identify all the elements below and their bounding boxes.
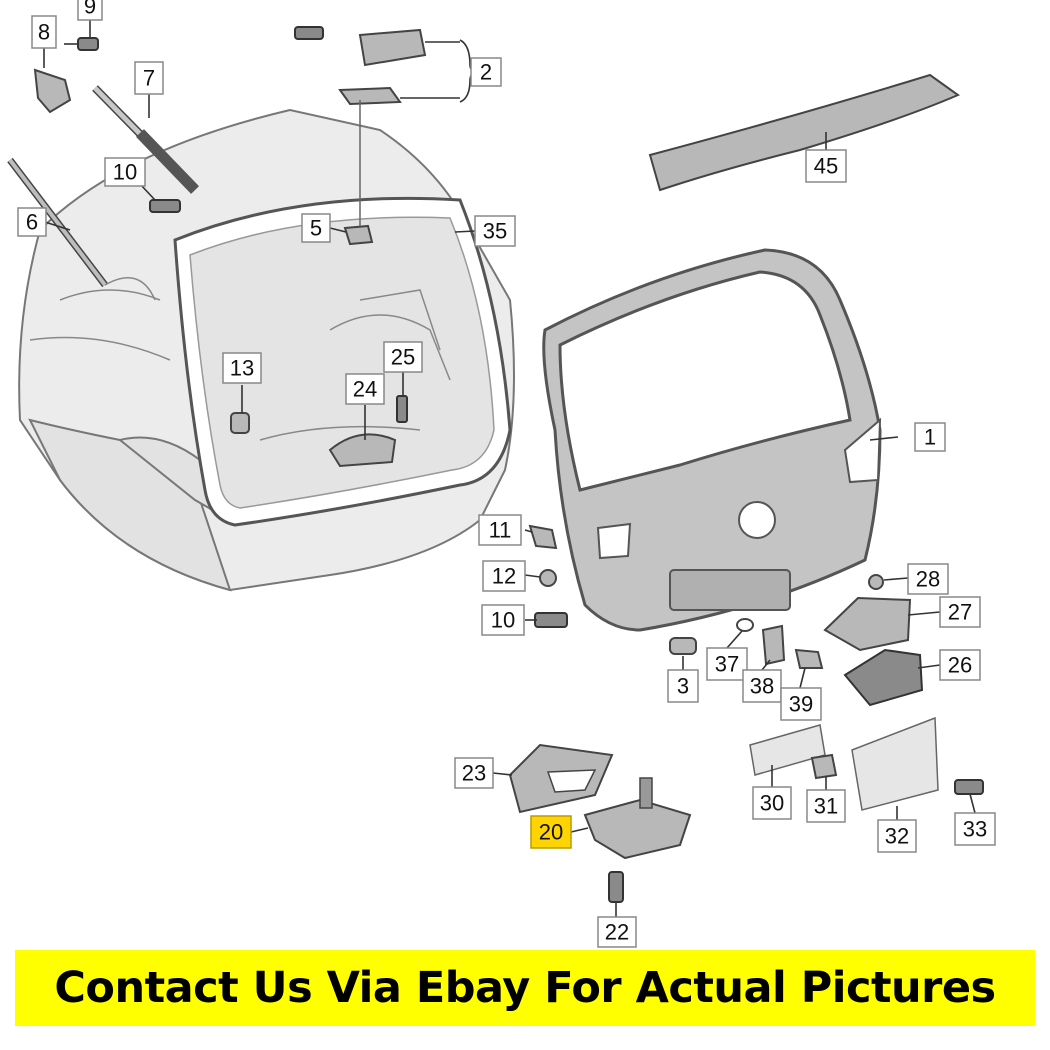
callout-3: 3: [667, 669, 699, 703]
gas-strut-7: [92, 85, 199, 194]
svg-text:25: 25: [391, 345, 415, 370]
bolt-9: [77, 37, 99, 51]
bolt-10a: [149, 199, 181, 213]
bracket-8: [33, 68, 72, 114]
callout-33: 33: [954, 812, 996, 846]
spoiler-45: [648, 73, 961, 192]
callout-7: 7: [134, 61, 164, 95]
svg-text:38: 38: [750, 674, 774, 699]
lock-20: [583, 777, 692, 860]
tailgate-1: [542, 248, 882, 632]
svg-text:7: 7: [143, 66, 155, 91]
callout-25: 25: [383, 341, 423, 373]
bolt-33: [954, 779, 984, 795]
leader-lines: [43, 20, 976, 917]
callout-27: 27: [939, 596, 981, 628]
svg-text:27: 27: [948, 600, 972, 625]
trim-32: [851, 716, 939, 811]
svg-text:28: 28: [916, 567, 940, 592]
svg-text:24: 24: [353, 377, 377, 402]
bolt-22: [608, 871, 624, 903]
bolt-11: [528, 524, 558, 550]
clip-12: [539, 569, 557, 587]
svg-text:20: 20: [539, 820, 563, 845]
switch-26: [843, 648, 924, 707]
lamp-27: [823, 596, 912, 652]
svg-text:45: 45: [814, 154, 838, 179]
svg-text:12: 12: [492, 564, 516, 589]
seal-37: [736, 618, 754, 632]
svg-text:2: 2: [480, 60, 492, 85]
svg-text:33: 33: [963, 817, 987, 842]
bolt-10b: [534, 612, 568, 628]
svg-text:10: 10: [113, 160, 137, 185]
svg-text:31: 31: [814, 794, 838, 819]
callout-32: 32: [877, 819, 917, 853]
gas-strut-6: [7, 157, 156, 301]
svg-text:13: 13: [230, 356, 254, 381]
svg-text:8: 8: [38, 20, 50, 45]
svg-text:26: 26: [948, 653, 972, 678]
svg-text:3: 3: [677, 674, 689, 699]
emblem: [738, 501, 776, 539]
hinge-2: [294, 26, 427, 106]
callout-37: 37: [706, 647, 748, 681]
callout-28: 28: [907, 563, 949, 595]
callout-35: 35: [474, 215, 516, 247]
striker-24: [328, 433, 397, 468]
bracket-38: [761, 624, 786, 666]
svg-text:1: 1: [924, 425, 936, 450]
clip-31: [810, 753, 838, 780]
callout-11: 11: [478, 514, 522, 546]
nut-5: [343, 224, 374, 246]
callout-5: 5: [301, 213, 331, 243]
svg-text:11: 11: [489, 518, 512, 543]
callout-45: 45: [805, 149, 847, 183]
svg-text:6: 6: [26, 210, 38, 235]
callout-6: 6: [17, 207, 47, 237]
grommet-13: [230, 412, 250, 434]
svg-text:5: 5: [310, 216, 322, 241]
callout-12: 12: [482, 560, 526, 592]
contact-banner: Contact Us Via Ebay For Actual Pictures: [15, 950, 1035, 1026]
svg-text:37: 37: [715, 652, 739, 677]
bolt-25: [396, 395, 408, 423]
callout-9: 9: [77, 0, 103, 21]
svg-text:22: 22: [605, 920, 629, 945]
plug-3: [669, 637, 697, 655]
callout-8: 8: [31, 15, 57, 49]
nut-28: [868, 574, 884, 590]
parts-diagram: 1 2 3 5 6 7 8 9 10 10 11 12 13 20 22 23 …: [7, 0, 996, 948]
callout-26: 26: [939, 649, 981, 681]
svg-text:10: 10: [491, 608, 515, 633]
callout-23: 23: [454, 757, 494, 789]
plate-30: [749, 724, 826, 776]
svg-text:35: 35: [483, 219, 507, 244]
car-body: [18, 108, 515, 592]
callout-20: 20: [530, 815, 572, 849]
callout-31: 31: [806, 789, 846, 823]
callout-22: 22: [597, 916, 637, 948]
clip-39: [794, 648, 824, 669]
callout-1: 1: [914, 422, 946, 452]
callout-30: 30: [752, 786, 792, 820]
svg-text:39: 39: [789, 692, 813, 717]
svg-text:30: 30: [760, 791, 784, 816]
callout-10b: 10: [481, 604, 525, 636]
contact-banner-text: Contact Us Via Ebay For Actual Pictures: [54, 963, 996, 1013]
callout-38: 38: [742, 669, 782, 703]
callout-13: 13: [222, 352, 262, 384]
svg-text:23: 23: [462, 761, 486, 786]
svg-text:32: 32: [885, 824, 909, 849]
callout-24: 24: [345, 373, 385, 405]
svg-text:9: 9: [84, 0, 96, 19]
callout-10a: 10: [104, 157, 146, 187]
callout-39: 39: [780, 687, 822, 721]
callout-2: 2: [470, 57, 502, 87]
